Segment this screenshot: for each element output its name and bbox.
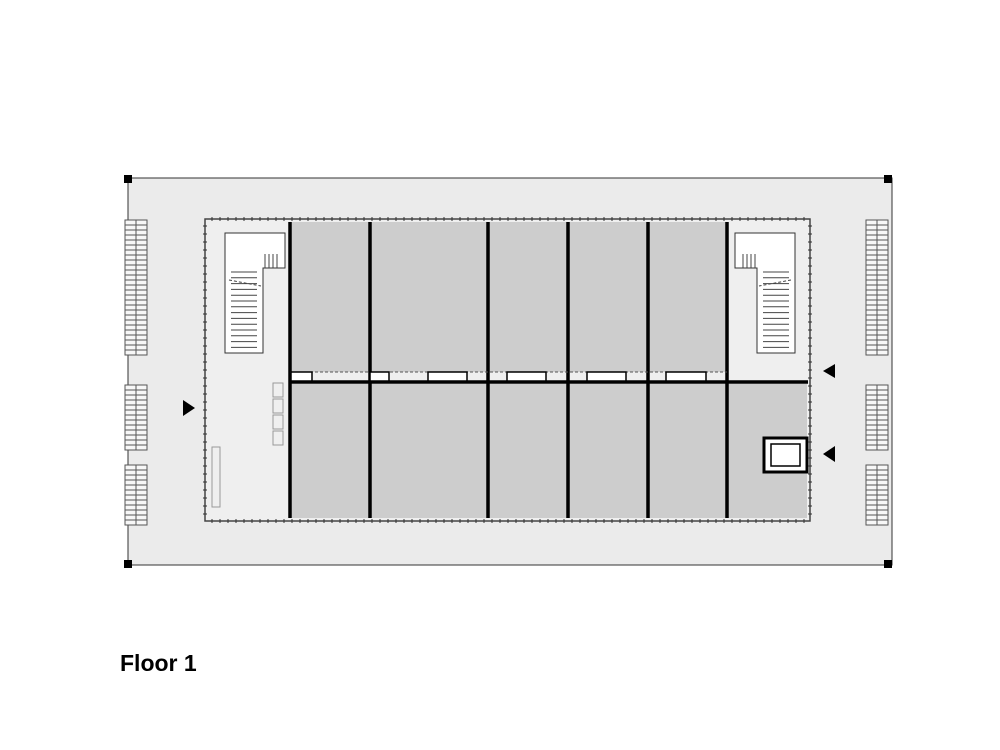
room [371, 222, 487, 372]
corridor-fixtures [211, 382, 284, 508]
entrance-arrows [183, 364, 835, 462]
room [649, 384, 726, 518]
room [371, 384, 487, 518]
room [569, 384, 647, 518]
room [290, 222, 369, 372]
floor-caption: Floor 1 [120, 650, 197, 676]
walls [288, 222, 808, 518]
corner-columns [124, 175, 892, 568]
stairwells [224, 232, 796, 354]
room [649, 222, 726, 372]
room [290, 384, 369, 518]
room [489, 384, 567, 518]
corridor-details [290, 371, 727, 382]
entrance-arrow-icon [183, 400, 195, 416]
external-stairs [124, 219, 889, 526]
entrance-arrow-icon [823, 364, 835, 378]
room [489, 222, 567, 372]
room [569, 222, 647, 372]
entrance-arrow-icon [823, 446, 835, 462]
facade-mullions [203, 217, 812, 523]
elevator-shaft [762, 436, 809, 474]
